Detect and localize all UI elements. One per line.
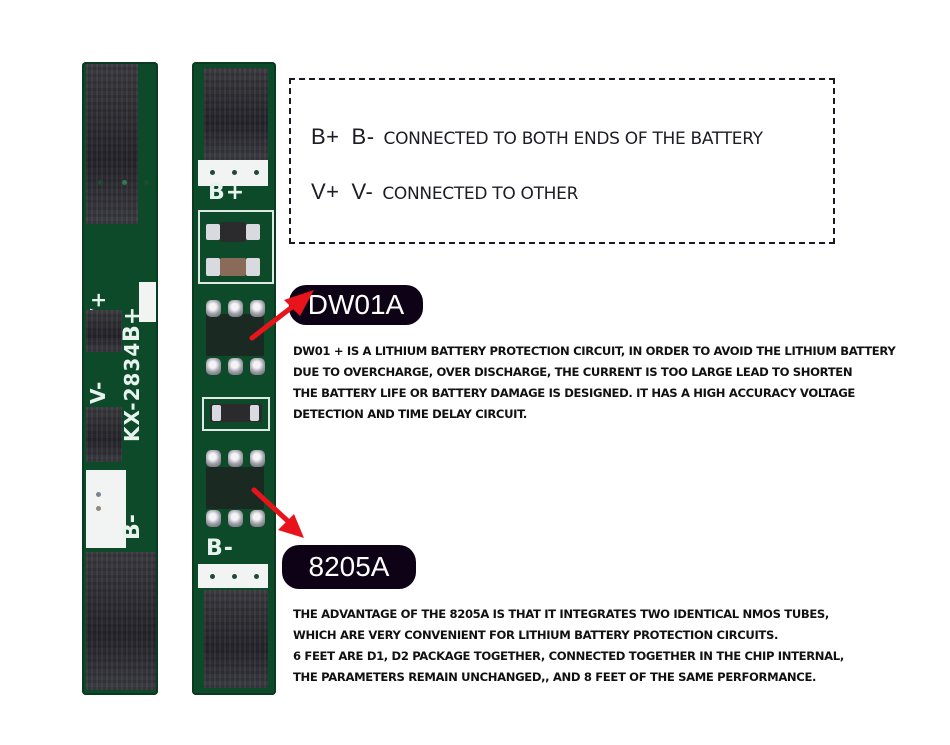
- description-line: WHICH ARE VERY CONVENIENT FOR LITHIUM BA…: [293, 628, 779, 642]
- capacitor-end: [206, 258, 220, 276]
- battery-pad-bottom: [204, 590, 268, 688]
- description-line: THE BATTERY LIFE OR BATTERY DAMAGE IS DE…: [293, 386, 855, 400]
- pad-v-lower: [86, 407, 122, 462]
- description-line: 6 FEET ARE D1, D2 PACKAGE TOGETHER, CONN…: [293, 649, 844, 663]
- silk-outline-resistor: [198, 210, 274, 252]
- pin-label: V+: [311, 179, 340, 204]
- pin-label: B-: [351, 124, 375, 149]
- chip-name: DW01A: [307, 289, 405, 320]
- resistor: [210, 404, 262, 422]
- silk-outline-resistor: [202, 397, 270, 431]
- solder-pin: [250, 300, 265, 317]
- pin-description: CONNECTED TO OTHER: [382, 184, 579, 204]
- capacitor-end: [246, 258, 260, 276]
- battery-pad-bottom: [86, 552, 156, 690]
- via: [122, 180, 127, 185]
- pin-label: V-: [351, 179, 374, 204]
- resistor-end: [250, 405, 259, 421]
- silk-b-minus: B-: [206, 536, 234, 561]
- via: [98, 180, 103, 185]
- via: [232, 574, 237, 579]
- description-line: THE PARAMETERS REMAIN UNCHANGED,, AND 8 …: [293, 670, 817, 684]
- battery-pad-top: [204, 68, 268, 160]
- solder-pin: [228, 450, 243, 467]
- chip-description-8205a: THE ADVANTAGE OF THE 8205A IS THAT IT IN…: [293, 604, 844, 688]
- solder-pin: [206, 358, 221, 375]
- via: [96, 506, 101, 511]
- capacitor: [220, 258, 246, 276]
- via: [232, 170, 237, 175]
- resistor: [220, 222, 246, 242]
- pcb-board-front: B+ B-: [192, 62, 276, 695]
- via: [254, 170, 259, 175]
- battery-pad-top: [86, 64, 138, 224]
- arrow-to-8205a-icon: [251, 487, 304, 538]
- chip-label-8205a: 8205A: [282, 545, 416, 589]
- chip-description-dw01a: DW01 + IS A LITHIUM BATTERY PROTECTION C…: [293, 341, 896, 425]
- solder-pin: [228, 510, 243, 527]
- pin-label: B+: [311, 124, 340, 149]
- via: [254, 574, 259, 579]
- solder-pin: [250, 510, 265, 527]
- pin-description: CONNECTED TO BOTH ENDS OF THE BATTERY: [383, 129, 764, 149]
- silk-b-plus: B+: [208, 180, 246, 205]
- pad-v-mid: [86, 310, 122, 352]
- resistor-end: [246, 224, 260, 240]
- via: [96, 492, 101, 497]
- solder-pin: [206, 510, 221, 527]
- test-pad-large: [86, 470, 126, 548]
- description-line: DETECTION AND TIME DELAY CIRCUIT.: [293, 407, 527, 421]
- solder-pin: [228, 358, 243, 375]
- pin-info-box: B+ B- CONNECTED TO BOTH ENDS OF THE BATT…: [289, 78, 835, 244]
- resistor-end: [212, 405, 221, 421]
- solder-pin: [228, 300, 243, 317]
- chip-label-dw01a: DW01A: [289, 285, 423, 325]
- solder-pin: [250, 358, 265, 375]
- description-line: THE ADVANTAGE OF THE 8205A IS THAT IT IN…: [293, 607, 829, 621]
- description-line: DUE TO OVERCHARGE, OVER DISCHARGE, THE C…: [293, 365, 853, 379]
- pin-info-line-battery: B+ B- CONNECTED TO BOTH ENDS OF THE BATT…: [311, 124, 763, 150]
- pin-info-line-other: V+ V- CONNECTED TO OTHER: [311, 179, 578, 205]
- via: [144, 180, 149, 185]
- solder-pin: [206, 300, 221, 317]
- description-line: DW01 + IS A LITHIUM BATTERY PROTECTION C…: [293, 344, 896, 358]
- resistor-end: [206, 224, 220, 240]
- silk-outline-capacitor: [198, 250, 274, 284]
- pcb-board-back: V+ B+ V- KX-2834 B-: [82, 62, 158, 695]
- solder-pin: [206, 450, 221, 467]
- solder-pin: [250, 450, 265, 467]
- arrow-to-dw01a-icon: [249, 290, 314, 341]
- via: [210, 574, 215, 579]
- via: [210, 170, 215, 175]
- test-pad: [139, 282, 156, 322]
- chip-name: 8205A: [308, 551, 390, 582]
